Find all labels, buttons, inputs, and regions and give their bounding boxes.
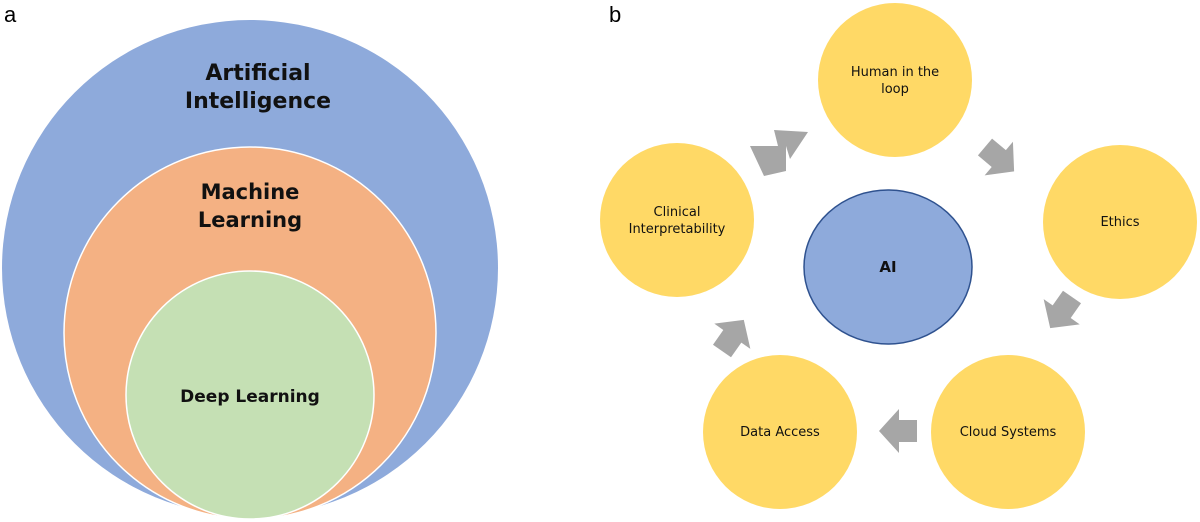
cloud-systems-circle — [931, 355, 1085, 509]
clinical-interpretability-line-2: Interpretability — [629, 222, 726, 237]
arrow-to-ethics-icon — [977, 138, 1015, 176]
panel-a-label: a — [4, 2, 17, 27]
ai-center-label: AI — [879, 258, 896, 276]
ai-center-circle — [803, 189, 973, 345]
human-in-the-loop-line-2: loop — [881, 82, 909, 97]
ai-cycle-diagram: AI Human in the loop Ethics Cloud System… — [600, 3, 1197, 509]
machine-learning-line-1: Machine — [201, 180, 300, 204]
deep-learning-circle — [125, 270, 375, 520]
arrow-to-clinical-icon — [712, 319, 751, 358]
arrow-to-human-icon — [750, 130, 808, 176]
data-access-circle — [703, 355, 857, 509]
arrow-to-data-icon — [879, 409, 917, 453]
cloud-systems-label: Cloud Systems — [960, 425, 1057, 440]
artificial-intelligence-line-2: Intelligence — [185, 89, 331, 114]
ethics-label: Ethics — [1100, 215, 1139, 230]
data-access-label: Data Access — [740, 425, 820, 440]
human-in-the-loop-circle — [818, 3, 972, 157]
ai-hierarchy-diagram: Artificial Intelligence Machine Learning… — [2, 20, 498, 520]
artificial-intelligence-line-1: Artificial — [205, 61, 310, 86]
human-in-the-loop-line-1: Human in the — [851, 65, 939, 80]
machine-learning-line-2: Learning — [198, 208, 302, 232]
deep-learning-label: Deep Learning — [180, 387, 320, 407]
clinical-interpretability-line-1: Clinical — [654, 205, 701, 220]
panel-b-label: b — [609, 2, 621, 27]
arrow-to-cloud-icon — [1043, 290, 1082, 329]
ethics-circle — [1043, 145, 1197, 299]
clinical-interpretability-circle — [600, 143, 754, 297]
